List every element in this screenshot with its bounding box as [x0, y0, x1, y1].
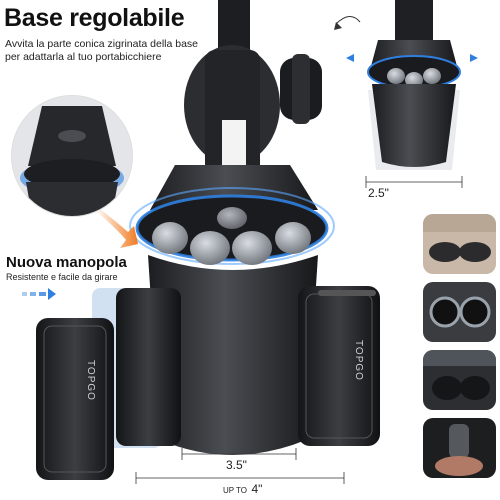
max-width-prefix: UP TO — [223, 486, 248, 495]
car-console-thumb-1 — [423, 214, 496, 274]
right-pad-brand: TOPGO — [353, 340, 364, 381]
car-console-thumb-4 — [423, 418, 496, 478]
knob-subtitle: Resistente e facile da girare — [6, 272, 118, 282]
right-pad — [298, 286, 380, 446]
knob-title: Nuova manopola — [6, 254, 127, 271]
cup-body — [148, 255, 318, 455]
blue-arrow-icon — [22, 288, 56, 300]
max-width-label: UP TO 4" — [223, 480, 262, 498]
top-width-label: 2.5" — [368, 186, 389, 200]
cone-detail-inset — [12, 96, 132, 216]
max-width-value: 4" — [251, 482, 263, 496]
twist-ring-knobs — [152, 207, 311, 265]
left-pad-outer — [36, 318, 114, 480]
page-subtitle: Avvita la parte conica zigrinata della b… — [5, 38, 199, 63]
car-console-thumb-3 — [423, 350, 496, 410]
left-pad-inner — [116, 288, 181, 446]
car-console-thumb-2 — [423, 282, 496, 342]
bottom-width-label: 3.5" — [226, 458, 247, 472]
fit-inset — [334, 0, 478, 188]
page-title: Base regolabile — [4, 4, 185, 32]
left-pad-brand: TOPGO — [85, 360, 96, 401]
orange-arrow-icon — [95, 206, 138, 248]
